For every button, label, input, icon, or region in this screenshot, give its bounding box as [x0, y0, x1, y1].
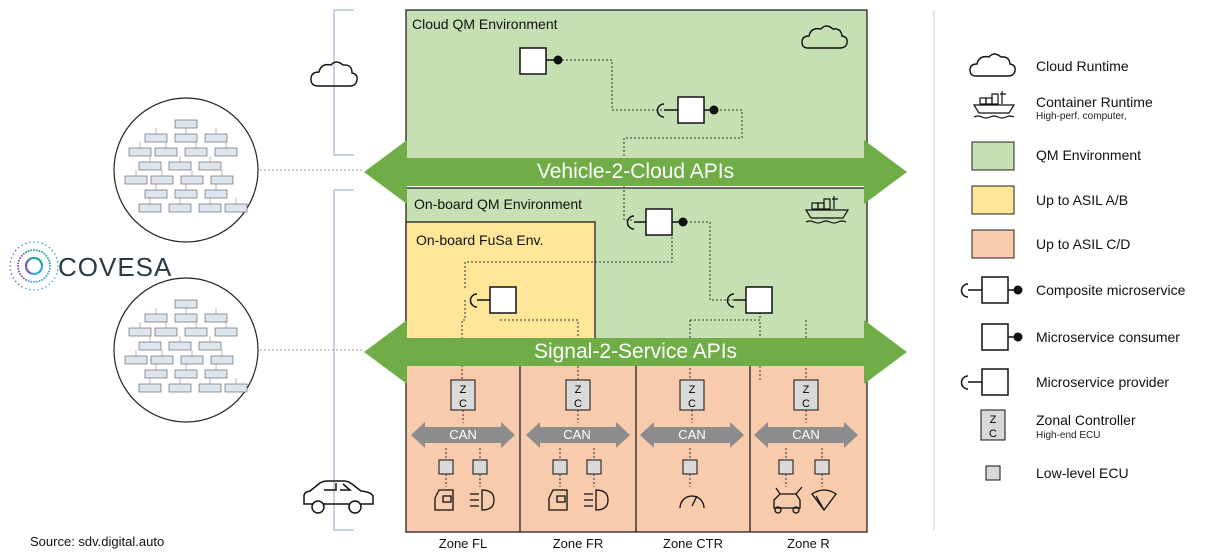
legend-composite-microservice-icon [960, 276, 1023, 304]
svg-text:C: C [459, 398, 467, 410]
signal-2-service-label: Signal-2-Service APIs [533, 340, 738, 363]
can-label-ctr: CAN [678, 427, 706, 442]
container-ship-runtime-icon [804, 196, 850, 224]
covesa-starburst-icon [9, 241, 59, 291]
low-level-ecu-icon [682, 459, 698, 475]
legend-label-zonal: Zonal Controller [1036, 412, 1136, 428]
zone-content: ZC [411, 379, 515, 511]
svg-text:Z: Z [990, 414, 997, 426]
legend-sub-zonal: High-end ECU [1036, 430, 1101, 441]
car-icon [303, 480, 374, 514]
cloud-consumer-service [519, 47, 563, 75]
can-label-r: CAN [792, 427, 820, 442]
zonal-controller-icon: ZC [450, 379, 476, 411]
zone-content: ZC [640, 379, 744, 509]
legend-label-qm: QM Environment [1036, 147, 1142, 163]
can-bus-arrow [754, 422, 858, 448]
svg-text:C: C [989, 428, 997, 440]
can-bus-arrow [640, 422, 744, 448]
vehicle-2-cloud-arrow [364, 140, 907, 204]
legend-container-ship-icon [972, 91, 1016, 119]
vehicle-2-cloud-label: Vehicle-2-Cloud APIs [536, 160, 735, 183]
cloud-composite-service [656, 96, 719, 124]
legend-zonal-controller-icon: Z C [980, 409, 1006, 441]
legend-low-level-ecu-icon [985, 465, 1001, 481]
zone-content: ZC [754, 379, 858, 514]
legend-sub-container: High-perf. computer, [1036, 111, 1127, 122]
tree-diagram [124, 299, 248, 393]
svg-text:C: C [574, 398, 582, 410]
legend-microservice-consumer-icon [981, 323, 1023, 351]
svg-text:Z: Z [460, 384, 467, 396]
zonal-controller-icon: ZC [679, 379, 705, 411]
fusa-title: On-board FuSa Env. [416, 232, 544, 248]
zone-ctr-label: Zone CTR [663, 536, 723, 551]
cloud-qm-title: Cloud QM Environment [412, 16, 558, 32]
door-and-headlight-icon [548, 489, 609, 511]
low-level-ecu-icon [778, 459, 794, 475]
door-and-headlight-icon [434, 489, 495, 511]
legend-label-provider: Microservice provider [1036, 374, 1170, 390]
legend-label-cloud: Cloud Runtime [1036, 58, 1129, 74]
legend-microservice-provider-icon [960, 368, 1009, 396]
can-label-fr: CAN [563, 427, 591, 442]
source-text: Source: sdv.digital.auto [30, 534, 165, 549]
legend-yellow-swatch [971, 185, 1015, 215]
low-level-ecu-icon [586, 459, 602, 475]
cloud-bracket-icon [310, 61, 358, 87]
zone-fr-label: Zone FR [552, 536, 604, 551]
onboard-qm-title: On-board QM Environment [414, 196, 583, 212]
onboard-composite-service [626, 208, 688, 236]
zone-r-label: Zone R [787, 536, 830, 551]
zonal-controller-icon: ZC [565, 379, 591, 411]
can-label-fl: CAN [449, 427, 477, 442]
signal-2-service-arrow [364, 320, 907, 384]
svg-text:Z: Z [575, 384, 582, 396]
legend-label-composite: Composite microservice [1036, 282, 1186, 298]
speedometer-icon [679, 495, 705, 509]
legend-label-consumer: Microservice consumer [1036, 329, 1180, 345]
low-level-ecu-icon [438, 459, 454, 475]
legend-label-ecu: Low-level ECU [1036, 465, 1129, 481]
legend-label-asil-cd: Up to ASIL C/D [1036, 236, 1131, 252]
zone-fl-label: Zone FL [438, 536, 488, 551]
can-bus-arrow [526, 422, 630, 448]
zonal-controller-icon: ZC [793, 379, 819, 411]
cloud-qm-region [405, 9, 868, 171]
cloud-runtime-icon [801, 25, 848, 49]
onboard-provider-service [726, 286, 773, 314]
low-level-ecu-icon [552, 459, 568, 475]
legend-label-container: Container Runtime [1036, 94, 1153, 110]
svg-text:C: C [802, 398, 810, 410]
low-level-ecu-icon [472, 459, 488, 475]
legend-cloud-icon [969, 53, 1016, 77]
car-hood-and-wiper-icon [773, 486, 837, 514]
tree-diagram [124, 119, 248, 213]
covesa-logo-text: COVESA [58, 252, 173, 282]
svg-text:Z: Z [803, 384, 810, 396]
legend-orange-swatch [971, 229, 1015, 259]
legend-label-asil-ab: Up to ASIL A/B [1036, 192, 1129, 208]
legend-green-swatch [971, 141, 1015, 171]
svg-text:C: C [688, 398, 696, 410]
fusa-provider-service [469, 286, 517, 314]
svg-text:Z: Z [689, 384, 696, 396]
can-bus-arrow [411, 422, 515, 448]
low-level-ecu-icon [814, 459, 830, 475]
zone-content: ZC [526, 379, 630, 511]
